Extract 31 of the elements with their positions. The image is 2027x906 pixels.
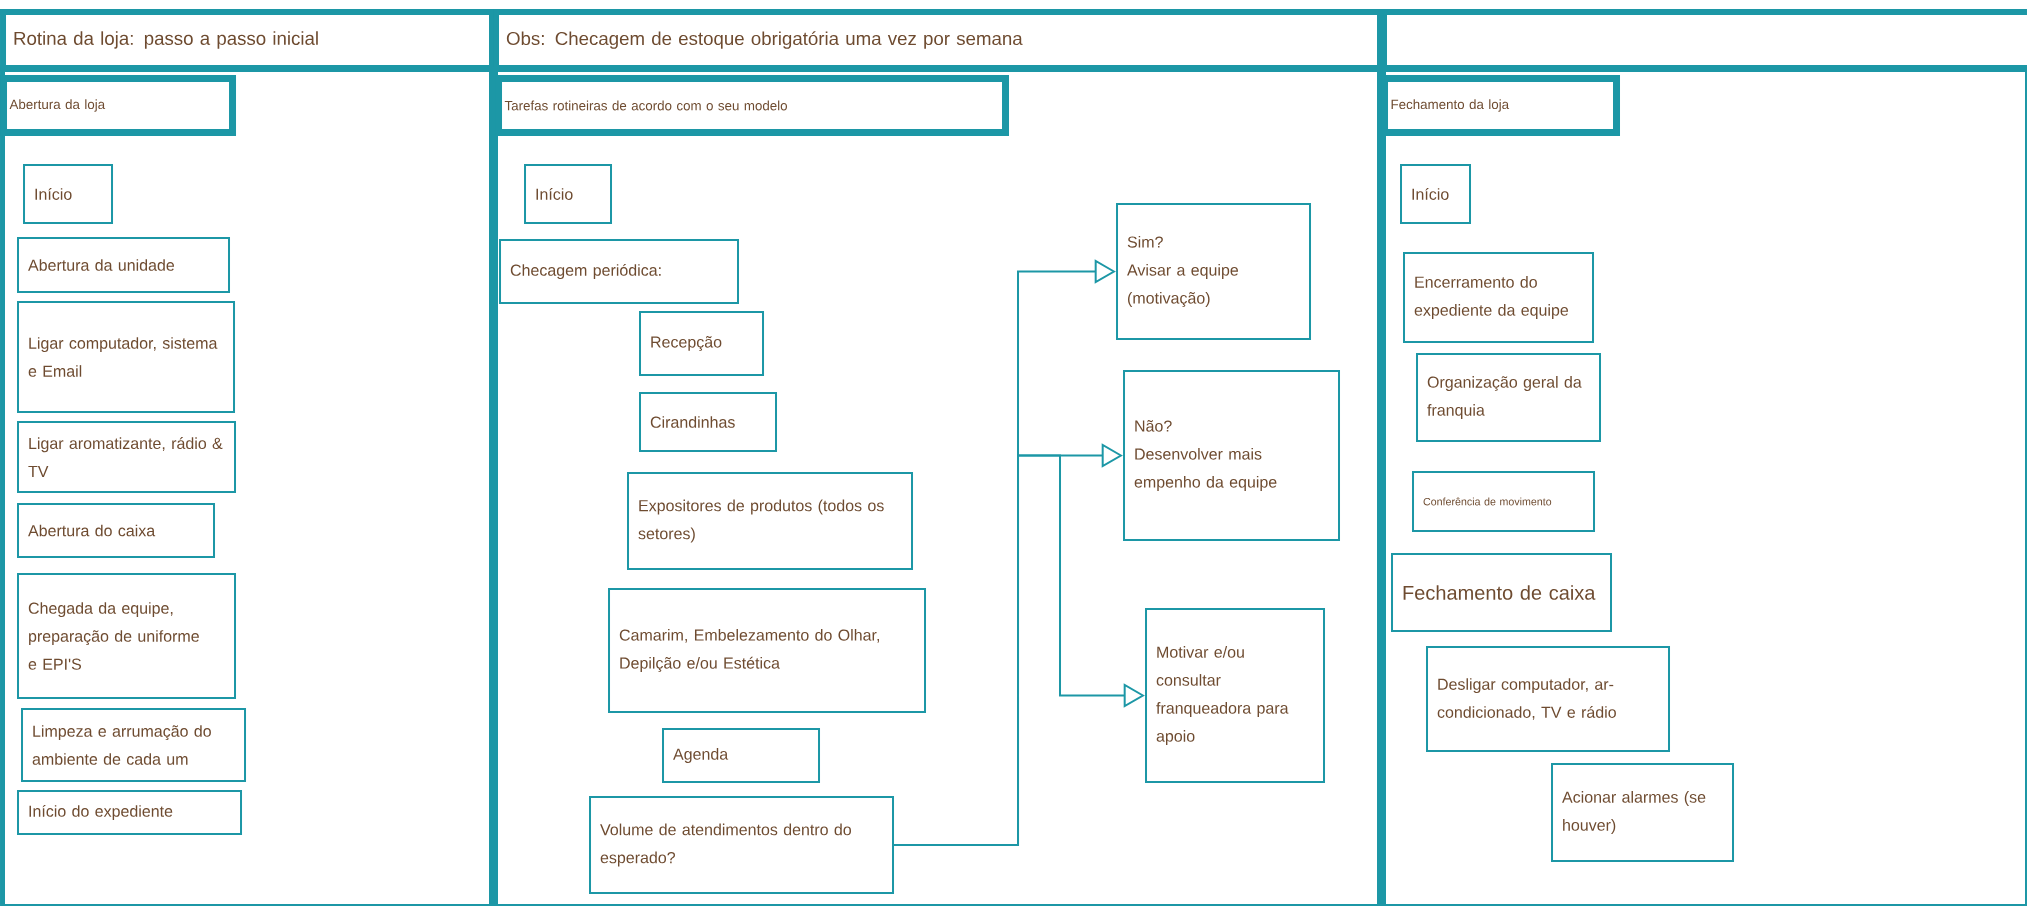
header-cell: Rotina da loja: passo a passo inicial bbox=[0, 9, 495, 71]
step-box: Início bbox=[524, 164, 612, 224]
step-box: Início bbox=[1400, 164, 1471, 224]
step-box: Volume de atendimentos dentro do esperado? bbox=[589, 796, 894, 894]
step-box: Desligar computador, ar-condicionado, TV e rádio bbox=[1426, 646, 1670, 752]
step-box: Ligar aromatizante, rádio & TV bbox=[17, 421, 236, 493]
step-box: Expositores de produtos (todos os setores) bbox=[627, 472, 913, 570]
step-box: Recepção bbox=[639, 311, 764, 376]
step-box: Motivar e/ou consultar franqueadora para apoio bbox=[1145, 608, 1325, 783]
step-box: Organização geral da franquia bbox=[1416, 353, 1601, 442]
step-box: Agenda bbox=[662, 728, 820, 783]
step-box: Abertura da unidade bbox=[17, 237, 230, 293]
step-box: Cirandinhas bbox=[639, 392, 777, 452]
step-box: Sim? Avisar a equipe (motivação) bbox=[1116, 203, 1311, 340]
step-box: Chegada da equipe, preparação de uniforme e EPI'S bbox=[17, 573, 236, 699]
step-box: Camarim, Embelezamento do Olhar, Depilção e/ou Estética bbox=[608, 588, 926, 713]
column-tab: Fechamento da loja bbox=[1381, 75, 1620, 136]
step-box: Início do expediente bbox=[17, 790, 242, 835]
step-box: Limpeza e arrumação do ambiente de cada um bbox=[21, 708, 246, 782]
step-box: Checagem periódica: bbox=[499, 239, 739, 304]
step-box: Não? Desenvolver mais empenho da equipe bbox=[1123, 370, 1340, 541]
header-cell: Obs: Checagem de estoque obrigatória uma vez por semana bbox=[493, 9, 1383, 71]
step-box: Fechamento de caixa bbox=[1391, 553, 1612, 632]
step-box: Acionar alarmes (se houver) bbox=[1551, 763, 1734, 862]
step-box: Ligar computador, sistema e Email bbox=[17, 301, 235, 413]
step-box: Início bbox=[23, 164, 113, 224]
step-box: Conferência de movimento bbox=[1412, 471, 1595, 532]
column-tab: Tarefas rotineiras de acordo com o seu modelo bbox=[495, 75, 1009, 136]
step-box: Encerramento do expediente da equipe bbox=[1403, 252, 1594, 343]
column-tab: Abertura da loja bbox=[0, 75, 236, 136]
step-box: Abertura do caixa bbox=[17, 503, 215, 558]
